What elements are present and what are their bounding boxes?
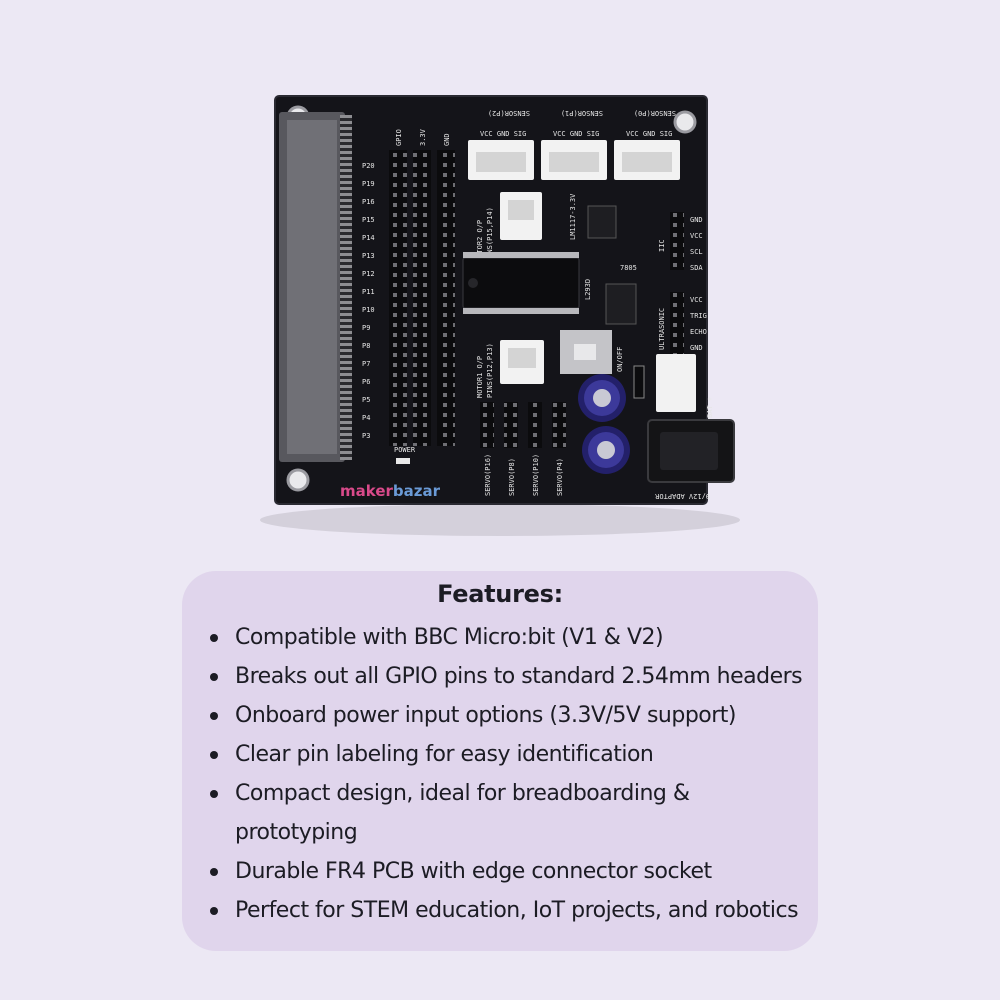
feature-item: Breaks out all GPIO pins to standard 2.5… [210, 657, 810, 696]
motor2-label: MOTOR2 O/P [476, 220, 484, 262]
svg-text:P14: P14 [362, 234, 375, 242]
servo-p4-header [552, 402, 566, 448]
svg-text:SENSOR(P1): SENSOR(P1) [561, 109, 603, 117]
svg-text:LM1117-3.3V: LM1117-3.3V [569, 193, 577, 240]
gnd-header-label: GND [443, 133, 451, 146]
svg-text:L293D: L293D [584, 279, 592, 300]
adaptor-label: 9/12V ADAPTOR [654, 492, 710, 500]
servo-p16-header [480, 402, 494, 448]
capacitor [578, 374, 626, 422]
svg-text:SERVO(P10): SERVO(P10) [532, 454, 540, 496]
svg-text:SENSOR(P0): SENSOR(P0) [634, 109, 676, 117]
feature-item: Perfect for STEM education, IoT projects… [210, 891, 810, 930]
sensor-p2-connector: SENSOR(P2) [468, 109, 534, 180]
features-card [182, 571, 818, 951]
brand-logo: makerbazar [340, 482, 441, 500]
bat-label: BAT + [706, 397, 714, 418]
svg-text:P8: P8 [362, 342, 370, 350]
v33-label: 3.3V [419, 128, 427, 146]
ultrasonic-header [670, 292, 684, 354]
feature-item: Clear pin labeling for easy identificati… [210, 735, 810, 774]
svg-text:VCC GND SIG: VCC GND SIG [480, 130, 526, 138]
svg-text:P10: P10 [362, 306, 375, 314]
svg-text:P11: P11 [362, 288, 375, 296]
features-title: Features: [437, 580, 563, 608]
motor1-pins: PINS(P12,P13) [486, 343, 494, 398]
svg-text:P9: P9 [362, 324, 370, 332]
edge-connector-socket [279, 112, 352, 462]
svg-text:7805: 7805 [620, 264, 637, 272]
svg-text:SENSOR(P2): SENSOR(P2) [488, 109, 530, 117]
motor2-pins: PINS(P15,P14) [486, 207, 494, 262]
sensor-p1-connector: SENSOR(P1) [541, 109, 607, 180]
feature-item: Onboard power input options (3.3V/5V sup… [210, 696, 810, 735]
power-led [396, 458, 410, 464]
servo-p8-header [504, 402, 518, 448]
gnd-header [437, 150, 455, 446]
svg-text:GND: GND [690, 344, 703, 352]
svg-text:SDA: SDA [690, 264, 703, 272]
svg-text:VCC GND SIG: VCC GND SIG [553, 130, 599, 138]
l293d-chip: L293D [462, 252, 592, 314]
7805-regulator [605, 283, 637, 325]
svg-text:GND: GND [690, 216, 703, 224]
mount-hole [286, 468, 310, 492]
feature-item: Compact design, ideal for breadboarding … [210, 774, 810, 852]
svg-text:P19: P19 [362, 180, 375, 188]
svg-text:P6: P6 [362, 378, 370, 386]
svg-text:POWER: POWER [394, 446, 416, 454]
v33-header [413, 150, 431, 446]
feature-item: Durable FR4 PCB with edge connector sock… [210, 852, 810, 891]
svg-text:P20: P20 [362, 162, 375, 170]
svg-text:TRIG: TRIG [690, 312, 707, 320]
svg-text:IIC: IIC [658, 239, 666, 252]
svg-text:SERVO(P16): SERVO(P16) [484, 454, 492, 496]
svg-text:P13: P13 [362, 252, 375, 260]
on-off-label: ON/OFF [616, 347, 624, 372]
features-list: Compatible with BBC Micro:bit (V1 & V2) … [210, 618, 810, 930]
capacitor [582, 426, 630, 474]
svg-text:SERVO(P8): SERVO(P8) [508, 458, 516, 496]
svg-text:SCL: SCL [690, 248, 703, 256]
battery-connector [656, 354, 696, 412]
svg-text:P3: P3 [362, 432, 370, 440]
sensor-p0-connector: SENSOR(P0) [614, 109, 680, 180]
svg-text:VCC: VCC [690, 232, 703, 240]
svg-text:P12: P12 [362, 270, 375, 278]
dc-barrel-jack [647, 419, 735, 483]
svg-text:P5: P5 [362, 396, 370, 404]
svg-text:VCC GND SIG: VCC GND SIG [626, 130, 672, 138]
motor1-label: MOTOR1 O/P [476, 356, 484, 398]
iic-header [670, 212, 684, 270]
feature-item: Compatible with BBC Micro:bit (V1 & V2) [210, 618, 810, 657]
servo-p10-header [528, 402, 542, 448]
lm1117-regulator [587, 205, 617, 239]
mount-hole [673, 110, 697, 134]
svg-text:P15: P15 [362, 216, 375, 224]
svg-text:SERVO(P4): SERVO(P4) [556, 458, 564, 496]
svg-text:ECHO: ECHO [690, 328, 707, 336]
svg-text:ULTRASONIC: ULTRASONIC [658, 308, 666, 350]
svg-text:P16: P16 [362, 198, 375, 206]
gpio-header [389, 150, 407, 446]
gpio-label: GPIO [395, 129, 403, 146]
svg-text:P4: P4 [362, 414, 370, 422]
svg-text:P7: P7 [362, 360, 370, 368]
svg-text:VCC: VCC [690, 296, 703, 304]
